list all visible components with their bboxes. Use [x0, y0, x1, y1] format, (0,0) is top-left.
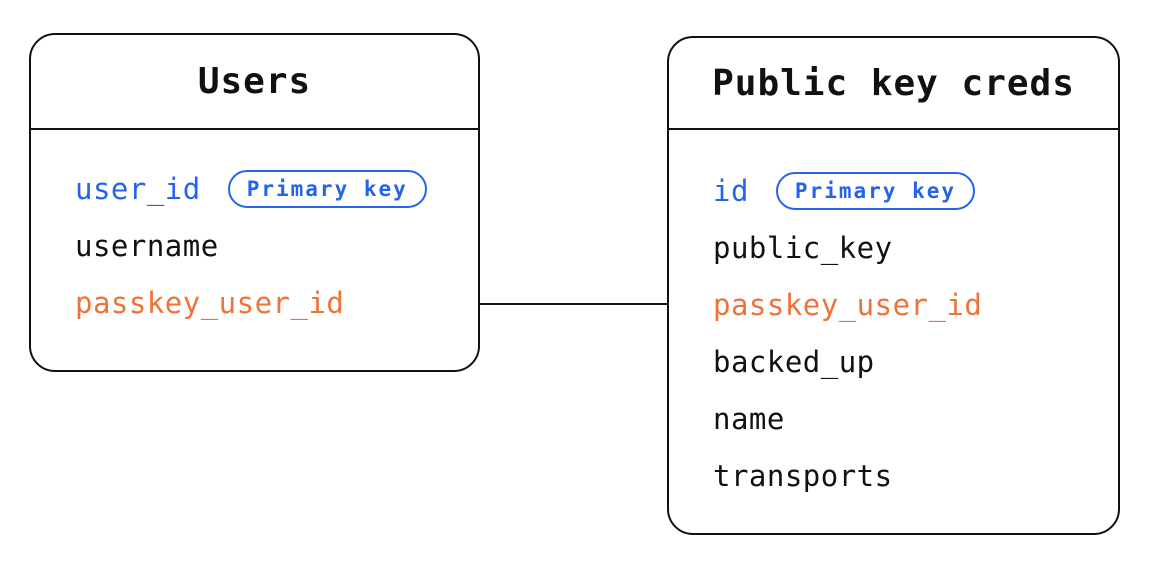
field-transports: transports [713, 458, 893, 493]
primary-key-badge: Primary key [775, 171, 975, 210]
field-public-key: public_key [713, 230, 893, 265]
table-row: username [75, 217, 478, 274]
table-row: backed_up [713, 333, 1118, 390]
public-key-creds-table: Public key creds id Primary key public_k… [667, 36, 1120, 535]
table-row: id Primary key [713, 162, 1118, 219]
field-user-id: user_id [75, 171, 201, 206]
table-row: user_id Primary key [75, 160, 478, 217]
users-table-header: Users [31, 35, 478, 130]
relationship-line [479, 303, 668, 305]
primary-key-badge-label: Primary key [246, 176, 408, 201]
table-row: transports [713, 447, 1118, 504]
users-table: Users user_id Primary key username passk… [29, 33, 480, 372]
table-row: passkey_user_id [713, 276, 1118, 333]
primary-key-badge-label: Primary key [794, 178, 956, 203]
public-key-creds-table-body: id Primary key public_key passkey_user_i… [669, 130, 1118, 504]
public-key-creds-table-header: Public key creds [669, 38, 1118, 130]
public-key-creds-table-title: Public key creds [712, 62, 1075, 104]
field-passkey-user-id: passkey_user_id [75, 285, 345, 320]
field-id: id [713, 173, 749, 208]
table-row: public_key [713, 219, 1118, 276]
field-username: username [75, 228, 219, 263]
table-row: name [713, 390, 1118, 447]
field-passkey-user-id: passkey_user_id [713, 287, 983, 322]
field-backed-up: backed_up [713, 344, 875, 379]
primary-key-badge: Primary key [227, 169, 427, 208]
field-name: name [713, 401, 785, 436]
table-row: passkey_user_id [75, 274, 478, 331]
users-table-title: Users [197, 61, 312, 102]
users-table-body: user_id Primary key username passkey_use… [31, 130, 478, 331]
